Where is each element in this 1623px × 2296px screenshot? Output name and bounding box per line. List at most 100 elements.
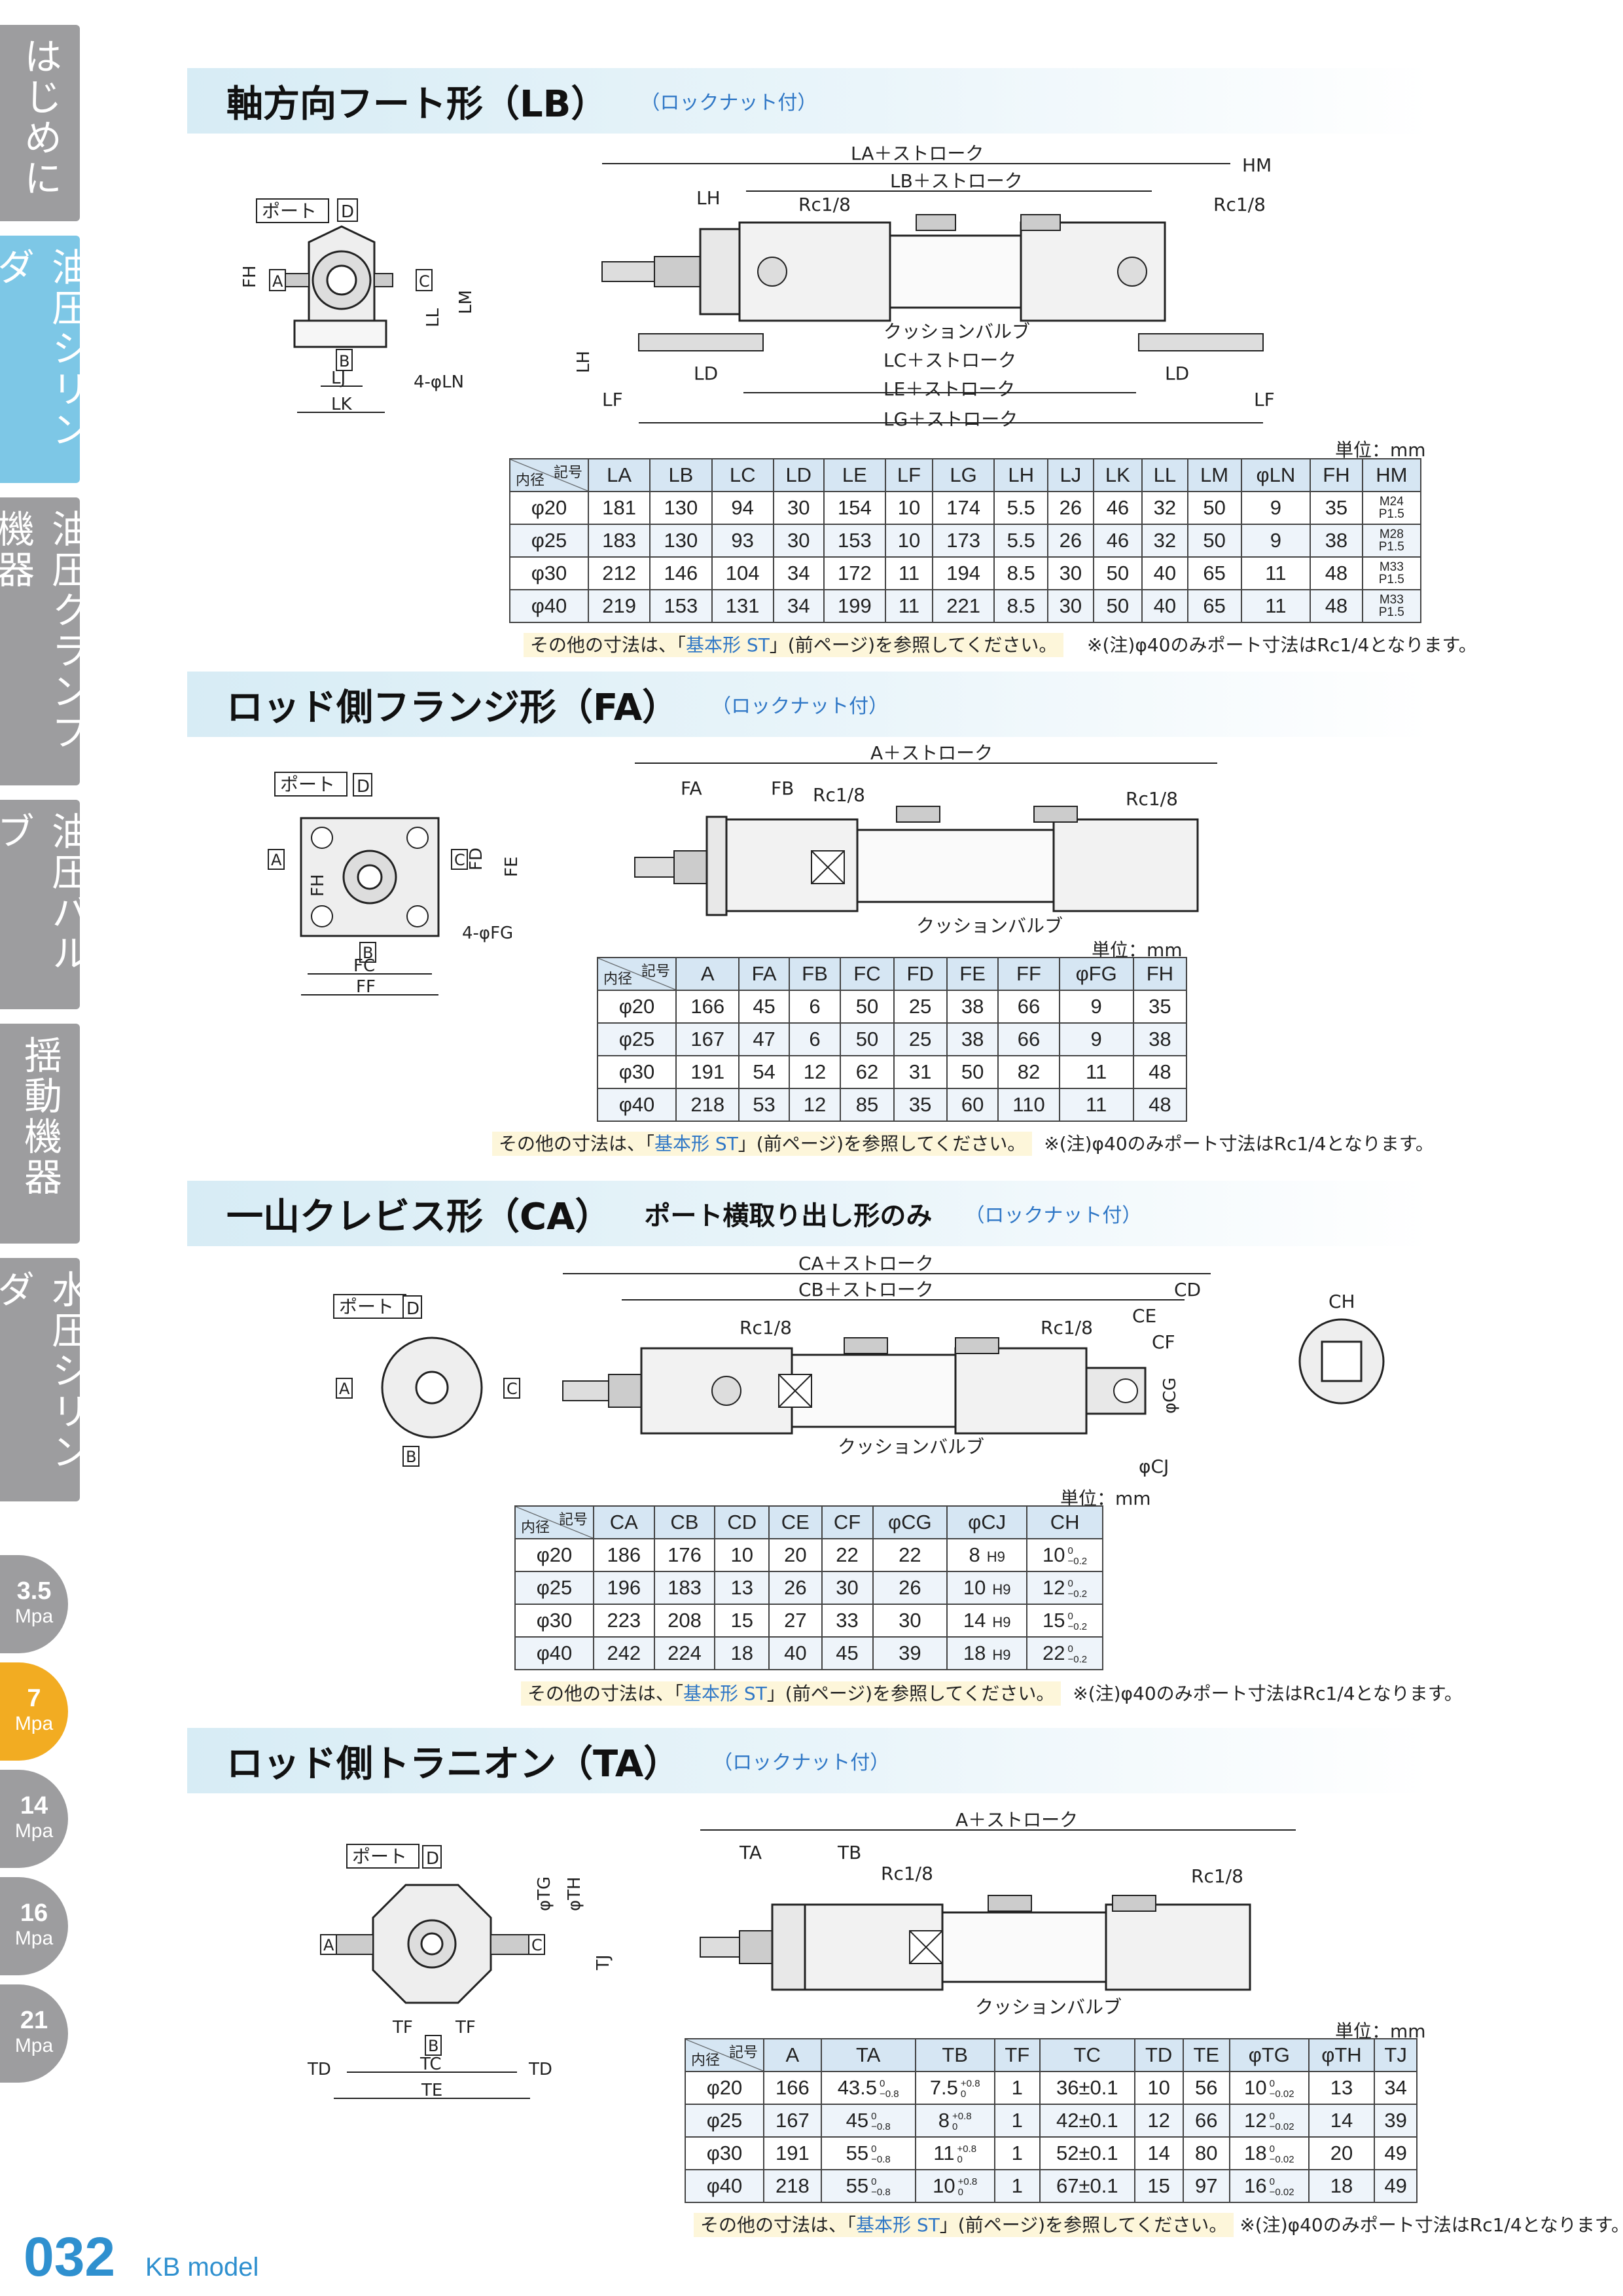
a-label: A (323, 1936, 334, 1954)
col-header: φTG (1229, 2038, 1310, 2072)
mpa-num: 14 (20, 1792, 48, 1820)
td-dim: TD (528, 2060, 552, 2079)
cf-dim: CF (1152, 1331, 1175, 1353)
tab-label: 油圧シリンダ (0, 247, 90, 450)
rc-label: Rc1/8 (813, 784, 865, 806)
col-header: CE (768, 1505, 823, 1539)
tab-introduction[interactable]: はじめに (0, 25, 80, 221)
rc-label: Rc1/8 (881, 1863, 933, 1884)
cushion-label: クッションバルブ (883, 321, 1030, 342)
fc-dim: FC (353, 956, 375, 976)
ld-dim: LD (1165, 363, 1189, 384)
col-header: TJ (1374, 2038, 1418, 2072)
cb-dim: CB＋ストローク (798, 1279, 934, 1300)
corner-cell: 記号内径 (509, 458, 589, 492)
b-label: B (428, 2037, 438, 2055)
col-header: LF (884, 458, 933, 492)
col-header: LH (993, 458, 1049, 492)
model-name: KB model (145, 2253, 259, 2282)
reference-link[interactable]: 基本形 ST (856, 2214, 940, 2236)
unit-label: 単位：mm (1335, 439, 1426, 461)
reference-link[interactable]: 基本形 ST (683, 1683, 767, 1704)
tf-dim: TF (392, 2018, 413, 2037)
lh-dim: LH (696, 187, 721, 209)
a-label: A (271, 851, 282, 869)
col-header: TB (914, 2038, 995, 2072)
ld-dim: LD (694, 363, 718, 384)
corner-cell: 記号内径 (514, 1505, 594, 1539)
lh-dim-vertical: LH (574, 351, 594, 373)
lb-end-view-drawing: ポート D A C B FH LL LM LJ LK 4-φLN (240, 198, 476, 414)
col-header: φFG (1058, 957, 1134, 991)
section-title: 軸方向フート形（LB） (226, 82, 608, 126)
d-label: D (426, 1849, 439, 1869)
fh-dim: FH (240, 265, 260, 288)
port-label: ポート (280, 774, 335, 795)
col-header: φCJ (946, 1505, 1028, 1539)
lm-dim: LM (456, 290, 476, 314)
tab-hydraulic-cylinder[interactable]: 油圧シリンダ (0, 236, 90, 483)
mpa-num: 3.5 (16, 1577, 52, 1605)
tf-dim: TF (455, 2018, 476, 2037)
ca-side-view-drawing: CA＋ストローク CB＋ストローク CD CE CF Rc1/8 Rc1/8 ク… (562, 1253, 1211, 1477)
col-header: φLN (1240, 458, 1311, 492)
col-header: CA (593, 1505, 655, 1539)
lf-dim: LF (1254, 389, 1275, 410)
col-header: TF (993, 2038, 1041, 2072)
tab-label: はじめに (18, 37, 62, 199)
c-label: C (507, 1380, 518, 1398)
col-header: LC (711, 458, 774, 492)
fa-end-view-drawing: ポート D A C B FH FD FE 4-φFG FC FF (268, 772, 522, 997)
cg-dim: φCG (1160, 1378, 1180, 1414)
col-header: FH (1132, 957, 1188, 991)
tab-hydraulic-clamp[interactable]: 油圧クランプ機器 (0, 497, 90, 785)
d-label: D (341, 202, 354, 222)
tab-hydraulic-valve[interactable]: 油圧バルブ (0, 800, 90, 1009)
la-dim: LA＋ストローク (851, 143, 984, 164)
rc-label: Rc1/8 (1213, 194, 1266, 215)
mpa-unit: Mpa (14, 1928, 54, 1949)
col-header: LA (587, 458, 651, 492)
col-header: CH (1026, 1505, 1103, 1539)
col-header: LG (931, 458, 995, 492)
tab-water-cylinder[interactable]: 水圧シリンダ (0, 1258, 90, 1501)
ca-dim: CA＋ストローク (798, 1253, 934, 1274)
d-label: D (357, 777, 370, 797)
footnote: その他の寸法は、「基本形 ST」(前ページ)を参照してください。 ※(注)φ40… (694, 2211, 1623, 2237)
col-header: CB (653, 1505, 716, 1539)
reference-link[interactable]: 基本形 ST (686, 634, 770, 656)
footnote: その他の寸法は、「基本形 ST」(前ページ)を参照してください。 ※(注)φ40… (524, 631, 1477, 657)
fb-dim: FB (771, 778, 794, 799)
td-dim: TD (307, 2060, 331, 2079)
fh-dim: FH (308, 874, 328, 897)
ln-dim: 4-φLN (414, 372, 464, 392)
a-label: A (272, 272, 283, 291)
port-label: ポート (352, 1846, 407, 1867)
a-dim: A＋ストローク (870, 742, 993, 764)
d-label: D (406, 1299, 419, 1319)
mpa-num: 21 (20, 2007, 48, 2034)
b-label: B (363, 944, 373, 962)
col-header: FB (788, 957, 842, 991)
fa-dim: FA (681, 778, 702, 799)
rc-label: Rc1/8 (798, 194, 851, 215)
col-header: HM (1361, 458, 1422, 492)
col-header: TA (820, 2038, 916, 2072)
ta-end-view-drawing: ポート D A C TF TF B TD TD TC TE φTG φTH TJ (307, 1844, 613, 2100)
tab-rotary-actuator[interactable]: 揺動機器 (0, 1024, 80, 1244)
reference-link[interactable]: 基本形 ST (654, 1133, 738, 1155)
ca-end-view-drawing: ポート D A C B (333, 1294, 520, 1467)
ca-clevis-end-drawing: CH (1298, 1291, 1385, 1405)
section-header-lb: 軸方向フート形（LB） （ロックナット付） (187, 68, 1431, 134)
